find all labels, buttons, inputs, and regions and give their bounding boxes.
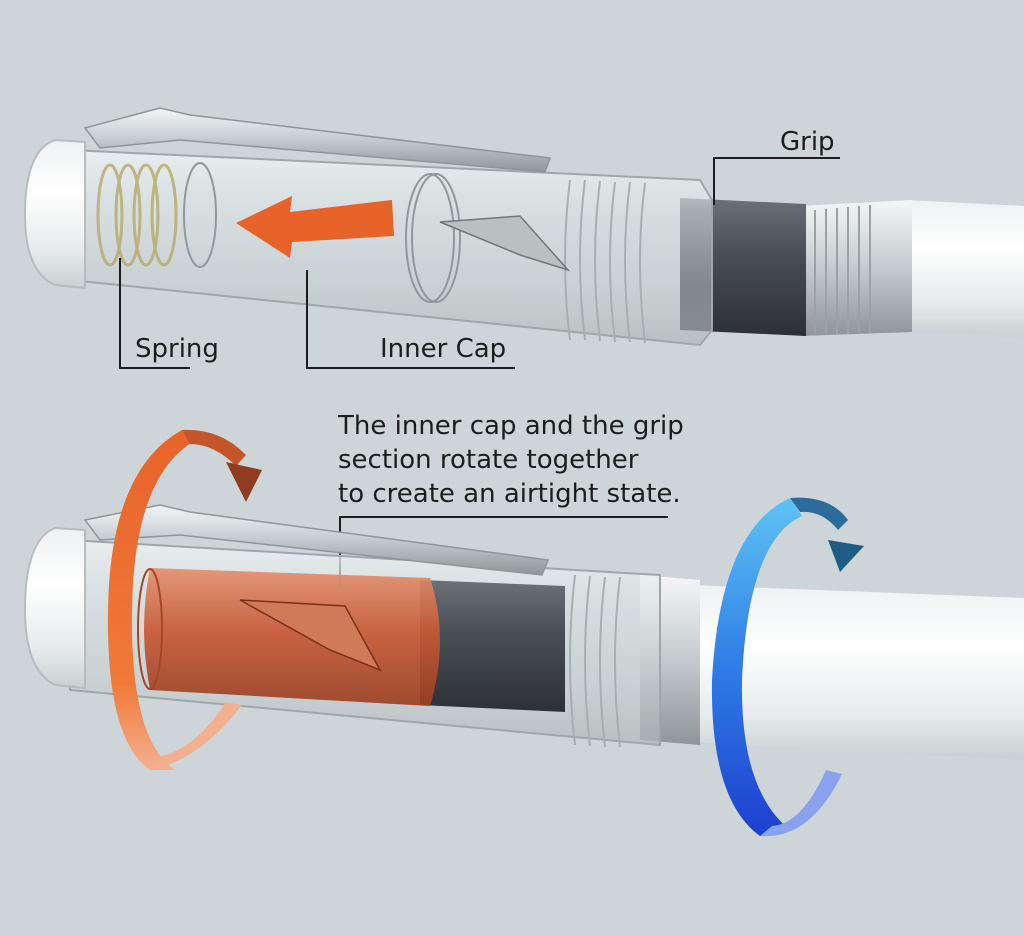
rotate-orange-icon (107, 429, 262, 770)
bottom-pen (23, 504, 1024, 760)
top-thread-section (800, 200, 912, 336)
pull-left-arrow-icon (236, 196, 394, 258)
top-nib (439, 215, 571, 272)
note-line-2: section rotate together (338, 445, 639, 475)
top-cap-glass (69, 148, 713, 347)
top-spring (96, 163, 178, 267)
grip-label: Grip (780, 127, 835, 157)
bottom-end-cap (23, 526, 86, 690)
top-pen (23, 107, 1024, 347)
note-line-3: to create an airtight state. (338, 479, 681, 509)
rotate-blue-icon (711, 497, 864, 837)
inner-cap-label: Inner Cap (380, 334, 507, 364)
bottom-grip (420, 580, 565, 712)
top-end-cap (23, 138, 86, 290)
bottom-inner-cap (144, 568, 440, 706)
note-line-1: The inner cap and the grip (338, 411, 684, 441)
top-clip (83, 107, 552, 173)
airtight-note: The inner cap and the grip section rotat… (338, 409, 684, 511)
spring-label: Spring (135, 334, 219, 364)
bottom-clip (83, 504, 550, 576)
top-barrel (905, 200, 1024, 338)
bottom-nib (239, 599, 382, 672)
bottom-barrel (690, 585, 1024, 760)
